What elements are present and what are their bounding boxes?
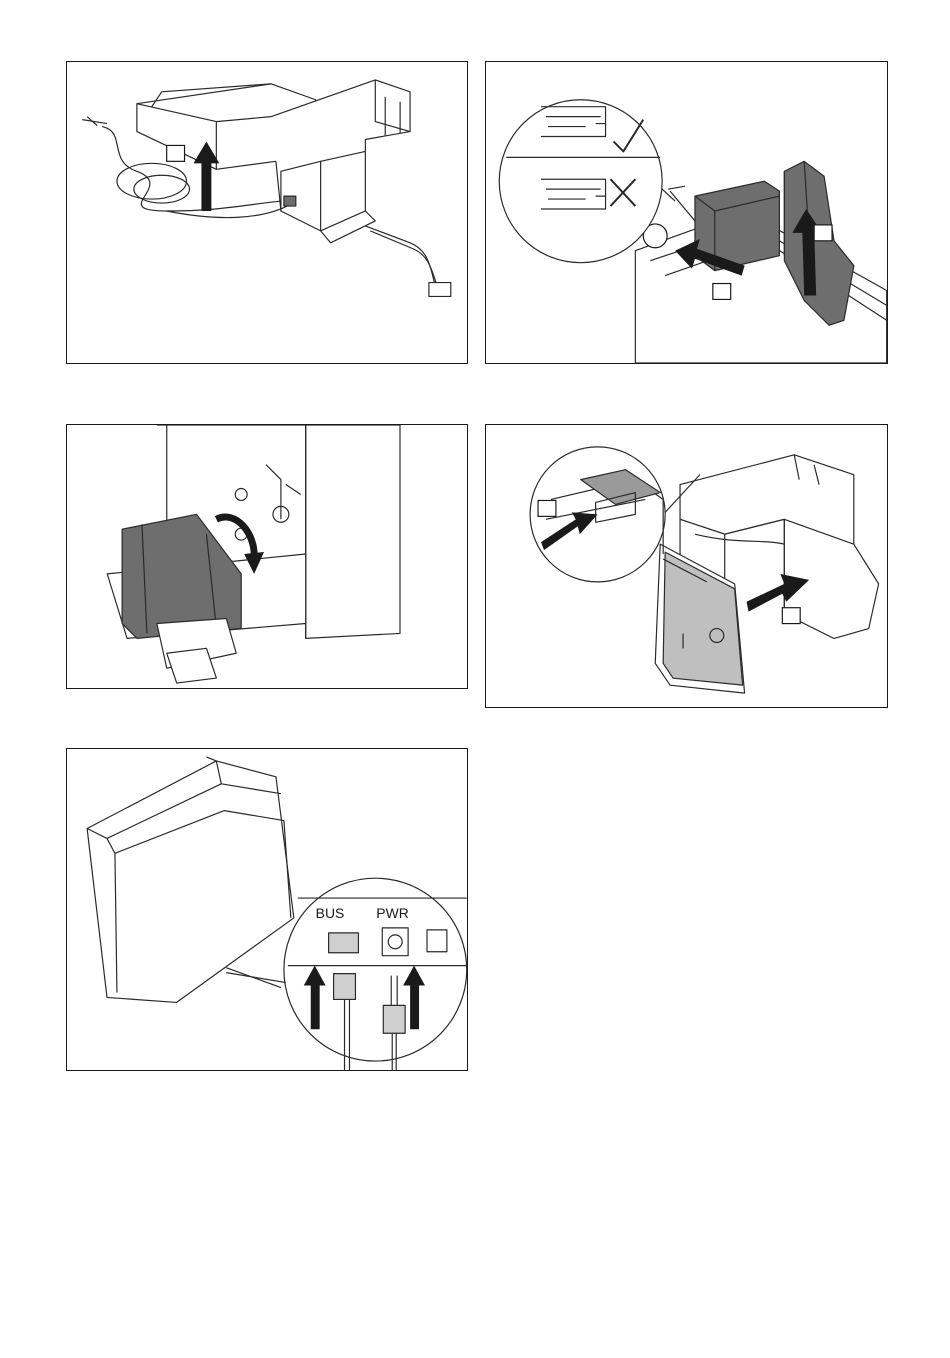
figure-5-connect-cables: BUS PWR (66, 748, 468, 1071)
bus-port-label: BUS (316, 905, 345, 921)
figure-4-illustration (486, 425, 887, 707)
pwr-port-label: PWR (376, 905, 408, 921)
callout-box-2 (814, 225, 832, 241)
figure-3-illustration (67, 425, 467, 688)
figure-5-illustration: BUS PWR (67, 749, 467, 1070)
figure-1-lift-cover (66, 61, 468, 364)
callout-box-2 (782, 608, 800, 624)
figure-3-fold-down (66, 424, 468, 689)
figure-1-illustration (67, 62, 467, 363)
callout-box-1 (167, 145, 185, 161)
figure-2-slide-module (485, 61, 888, 364)
callout-box-1 (713, 284, 731, 300)
figure-2-illustration (486, 62, 887, 363)
zoom-detail-circle (499, 100, 662, 263)
callout-box-1 (538, 500, 556, 516)
zoom-detail-circle (284, 878, 467, 1061)
figure-4-insert-module (485, 424, 888, 708)
